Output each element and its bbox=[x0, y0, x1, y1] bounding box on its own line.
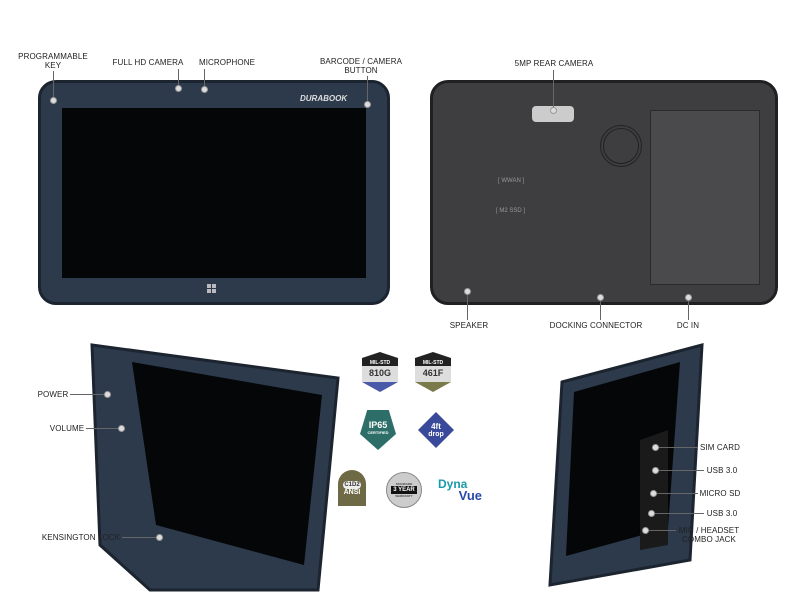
battery-panel bbox=[650, 110, 760, 285]
audio-marker bbox=[642, 527, 649, 534]
label-programmable-key: PROGRAMMABLE KEY bbox=[18, 52, 88, 70]
label-dc-in: DC IN bbox=[676, 321, 700, 330]
programmable-key-marker bbox=[50, 97, 57, 104]
label-barcode-button: BARCODE / CAMERA BUTTON bbox=[319, 57, 403, 75]
docking-marker bbox=[597, 294, 604, 301]
usb-1-marker bbox=[652, 467, 659, 474]
windows-icon bbox=[207, 284, 216, 293]
label-usb-1: USB 3.0 bbox=[706, 466, 738, 475]
microphone-marker bbox=[201, 86, 208, 93]
speaker-marker bbox=[464, 288, 471, 295]
label-audio-jack: MIC / HEADSET COMBO JACK bbox=[678, 526, 740, 544]
kensington-marker bbox=[156, 534, 163, 541]
label-speaker: SPEAKER bbox=[449, 321, 489, 330]
barcode-button-marker bbox=[364, 101, 371, 108]
label-power: POWER bbox=[37, 390, 69, 399]
volume-marker bbox=[118, 425, 125, 432]
label-sim-card: SIM CARD bbox=[700, 443, 740, 452]
power-marker bbox=[104, 391, 111, 398]
camera-marker bbox=[175, 85, 182, 92]
sim-marker bbox=[652, 444, 659, 451]
label-rear-camera: 5MP REAR CAMERA bbox=[514, 59, 594, 68]
brand-logo: DURABOOK bbox=[300, 94, 348, 103]
dynavue-logo: Dyna Vue bbox=[438, 477, 482, 503]
rear-camera bbox=[532, 106, 574, 122]
label-microphone: MICROPHONE bbox=[198, 58, 256, 67]
ssd-text: [ M2 SSD ] bbox=[496, 208, 526, 214]
usb-2-marker bbox=[648, 510, 655, 517]
badge-c1d2-ansi: C1D2 ANSI bbox=[338, 470, 366, 506]
rear-camera-marker bbox=[550, 107, 557, 114]
front-screen bbox=[62, 108, 366, 278]
dc-in-marker bbox=[685, 294, 692, 301]
label-usb-2: USB 3.0 bbox=[706, 509, 738, 518]
label-micro-sd: MICRO SD bbox=[699, 489, 741, 498]
label-camera: FULL HD CAMERA bbox=[112, 58, 184, 67]
label-volume: VOLUME bbox=[49, 424, 85, 433]
wwan-text: [ WWAN ] bbox=[498, 178, 525, 184]
label-docking-connector: DOCKING CONNECTOR bbox=[549, 321, 643, 330]
fan-vent bbox=[600, 125, 642, 167]
label-kensington: KENSINGTON LOCK bbox=[41, 533, 121, 542]
microsd-marker bbox=[650, 490, 657, 497]
badge-3-year-warranty: STANDARD 3 YEAR WARRANTY bbox=[386, 472, 422, 508]
